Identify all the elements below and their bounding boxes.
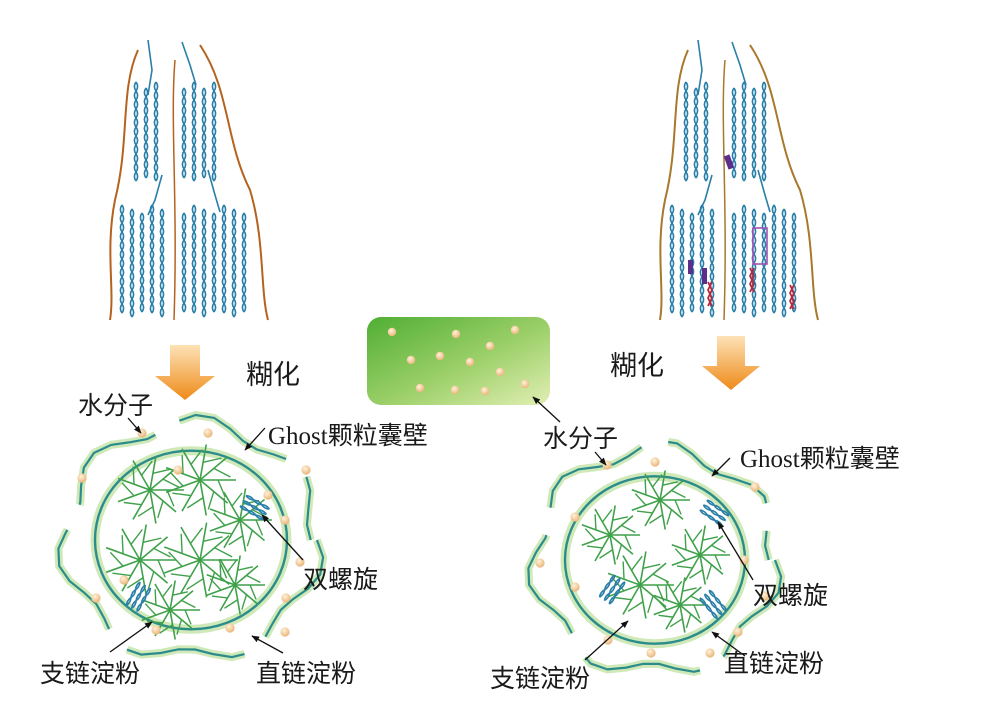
label-double-helix-left: 双螺旋 bbox=[303, 565, 378, 594]
label-water-right: 水分子 bbox=[543, 424, 618, 453]
label-amylose-right: 直链淀粉 bbox=[724, 649, 824, 678]
water-panel bbox=[367, 317, 550, 405]
labels: 糊化 糊化 水分子 水分子 Ghost颗粒囊壁 Ghost颗粒囊壁 双螺旋 双螺… bbox=[40, 351, 900, 693]
label-amylopectin-right: 支链淀粉 bbox=[490, 664, 590, 693]
label-gelatinization-left: 糊化 bbox=[246, 360, 300, 391]
leader-water-right bbox=[594, 451, 607, 466]
label-ghost-left: Ghost颗粒囊壁 bbox=[268, 422, 428, 450]
leader-lines bbox=[109, 396, 754, 661]
gelatinized-granule-left bbox=[54, 410, 328, 662]
label-ghost-right: Ghost颗粒囊壁 bbox=[740, 445, 900, 473]
leader-water-panel bbox=[532, 396, 561, 423]
leader-amylopectin-left bbox=[109, 621, 153, 653]
leader-helix-right bbox=[717, 521, 754, 581]
leader-amylose-left bbox=[251, 635, 284, 654]
label-amylose-left: 直链淀粉 bbox=[256, 659, 356, 688]
gelatinization-arrow-left bbox=[155, 345, 215, 400]
gelatinization-arrow-right bbox=[702, 336, 760, 390]
native-granule-right bbox=[659, 39, 819, 321]
label-gelatinization-right: 糊化 bbox=[610, 351, 664, 382]
leader-helix-left bbox=[261, 514, 304, 561]
leader-amylopectin-right bbox=[584, 620, 629, 661]
leader-ghost-right bbox=[711, 457, 731, 477]
leader-ghost-left bbox=[244, 427, 266, 451]
gelatinized-granule-right bbox=[524, 436, 786, 676]
label-double-helix-right: 双螺旋 bbox=[753, 581, 828, 610]
leader-water-left bbox=[127, 417, 142, 434]
label-water-left: 水分子 bbox=[78, 391, 153, 420]
native-granule-left bbox=[109, 39, 269, 321]
label-amylopectin-left: 支链淀粉 bbox=[40, 659, 140, 688]
leader-amylose-right bbox=[711, 631, 746, 657]
